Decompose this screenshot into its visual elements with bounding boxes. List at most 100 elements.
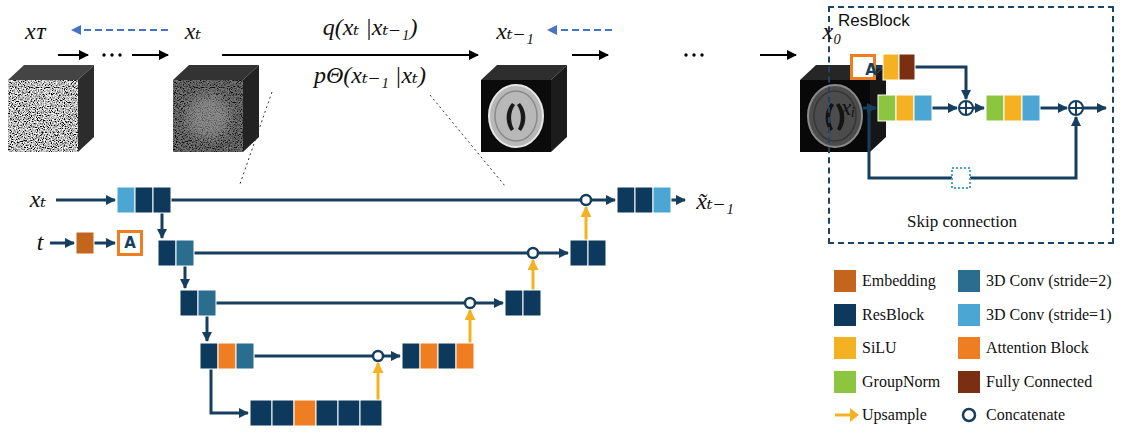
resblock-blocks	[986, 95, 1004, 121]
legend-text: Concatenate	[986, 406, 1065, 424]
legend-text: Attention Block	[986, 339, 1089, 357]
unet-flow-lines	[216, 302, 465, 305]
noise-volume	[8, 80, 78, 152]
unet-blocks	[200, 343, 218, 369]
ellipsis-dots	[700, 53, 703, 56]
resblock-blocks	[878, 54, 1040, 121]
unet-flow-lines	[50, 242, 74, 245]
sum-nodes	[1075, 101, 1077, 115]
unet-blocks	[135, 187, 153, 213]
resblock-lines	[970, 117, 1076, 178]
reverse-process-arrows	[572, 54, 608, 56]
ellipsis-dots	[684, 53, 687, 56]
step-label: xᴛ	[25, 18, 45, 46]
clean-brain-volume	[814, 91, 856, 141]
ellipsis-dots	[102, 53, 703, 56]
unet-flow-lines	[538, 252, 568, 255]
resblock-blocks	[896, 95, 914, 121]
unet-blocks	[338, 400, 360, 426]
unet-blocks	[76, 232, 94, 254]
upsample-arrows	[378, 207, 586, 400]
sum-nodes	[959, 101, 1083, 115]
clean-brain-volume	[808, 85, 862, 147]
unet-blocks	[117, 187, 135, 213]
unet-flow-lines	[171, 199, 581, 202]
noisy-volume	[186, 95, 230, 139]
unet-blocks	[588, 240, 606, 266]
legend-swatch	[958, 304, 980, 326]
box-letter: A	[124, 236, 136, 251]
unet-blocks	[218, 343, 236, 369]
unet-blocks	[272, 400, 294, 426]
unet-blocks	[316, 400, 338, 426]
unet-blocks	[635, 187, 653, 213]
unet-flow-lines	[56, 199, 115, 202]
legend-text: SiLU	[862, 339, 897, 357]
resblock-blocks	[899, 54, 915, 80]
brain-volume	[481, 80, 551, 152]
noisy-volume	[173, 80, 243, 152]
unet-blocks	[176, 240, 194, 266]
sum-nodes	[1069, 101, 1083, 115]
legend-swatch	[834, 270, 856, 292]
concatenate-rings	[373, 195, 591, 361]
sum-nodes	[965, 101, 967, 115]
concatenate-rings	[581, 195, 591, 205]
unet-flow-lines	[94, 242, 115, 245]
reverse-process-arrows	[58, 54, 88, 56]
resblock-blocks	[914, 95, 932, 121]
unet-blocks	[236, 343, 254, 369]
legend-swatch	[958, 371, 980, 393]
unet-flow-lines	[211, 369, 248, 413]
step-label: x₀	[823, 18, 842, 46]
unet-blocks	[180, 290, 198, 316]
ellipsis-dots	[110, 53, 113, 56]
unet-blocks	[76, 187, 671, 426]
legend-text: ResBlock	[862, 305, 924, 323]
upsample-arrows	[377, 363, 380, 400]
unet-flow-lines	[383, 355, 400, 358]
reverse-process-label: pΘ(xₜ₋₁ |xₜ)	[314, 62, 426, 90]
time-embedding-box: A	[850, 54, 876, 80]
brain-volume	[551, 65, 567, 152]
brain-volume	[495, 91, 537, 141]
input-label: xᵢ	[841, 94, 855, 122]
reverse-process-arrows	[58, 54, 796, 56]
upsample-arrow-sample	[850, 408, 859, 422]
resblock-blocks	[878, 95, 896, 121]
reverse-process-arrows	[132, 54, 168, 56]
concatenate-ring-sample	[963, 409, 975, 421]
concatenate-rings	[465, 298, 475, 308]
timestep-label: t	[37, 229, 44, 257]
legend-swatch	[834, 337, 856, 359]
forward-process-arrows	[548, 29, 612, 31]
brain-volume	[481, 65, 567, 152]
resblock-blocks	[883, 54, 899, 80]
ellipsis-dots	[102, 53, 105, 56]
resblock-blocks	[1004, 95, 1022, 121]
upsample-arrow-sample	[835, 414, 851, 417]
resblock-blocks	[1022, 95, 1040, 121]
brain-volume	[507, 103, 515, 131]
zoom-lines	[430, 95, 505, 186]
unet-flow-lines	[50, 200, 685, 413]
legend-text: Upsample	[862, 406, 927, 424]
legend-swatch	[834, 371, 856, 393]
optional-skip-conv	[952, 168, 970, 188]
legend-swatch	[958, 270, 980, 292]
forward-process-label: q(xₜ |xₜ₋₁)	[323, 14, 418, 42]
skip-label: Skip connection	[907, 212, 1017, 232]
concatenate-rings	[373, 351, 383, 361]
unet-blocks	[153, 187, 171, 213]
resblock-lines	[863, 67, 1106, 178]
unet-flow-lines	[475, 302, 503, 305]
output-label: x̃ₜ₋₁	[696, 188, 734, 216]
resblock-lines	[876, 66, 883, 69]
unet-flow-lines	[671, 199, 685, 202]
resblock-panel: ResBlockA	[828, 6, 1114, 244]
unet-flow-lines	[206, 316, 209, 341]
time-embedding-box: A	[117, 230, 143, 256]
legend-text: Embedding	[862, 272, 936, 290]
step-label: xₜ	[185, 18, 202, 46]
